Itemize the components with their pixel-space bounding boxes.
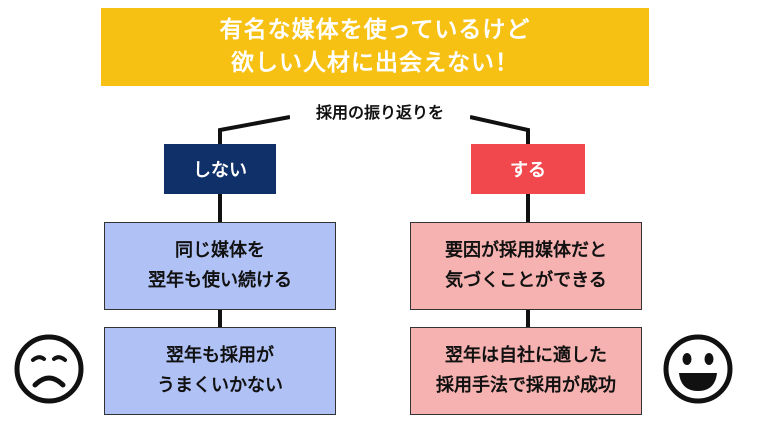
yes-step2-line-2: 採用手法で採用が成功	[436, 375, 616, 396]
no-step2-box: 翌年も採用が うまくいかない	[104, 327, 336, 415]
yes-step1-line-2: 気づくことができる	[445, 270, 607, 291]
title-line-1: 有名な媒体を使っているけど	[219, 17, 531, 43]
yes-step1-box: 要因が採用媒体だと 気づくことができる	[410, 222, 642, 310]
yes-step1-line-1: 要因が採用媒体だと	[445, 240, 607, 261]
question-label: 採用の振り返りを	[290, 98, 470, 128]
happy-face-icon	[663, 334, 733, 404]
no-step2-line-2: うまくいかない	[157, 375, 283, 396]
title-banner: 有名な媒体を使っているけど 欲しい人材に出会えない！	[101, 8, 649, 86]
no-step1-line-1: 同じ媒体を	[175, 240, 265, 261]
no-step2-line-1: 翌年も採用が	[166, 345, 274, 366]
choice-yes-label: する	[471, 144, 585, 194]
connector-question-to-no	[218, 115, 291, 144]
no-step1-line-2: 翌年も使い続ける	[148, 270, 292, 291]
choice-no-label: しない	[164, 144, 276, 194]
title-line-2: 欲しい人材に出会えない！	[231, 50, 519, 76]
yes-step2-box: 翌年は自社に適した 採用手法で採用が成功	[410, 327, 642, 415]
yes-step2-line-1: 翌年は自社に適した	[445, 345, 607, 366]
sad-face-icon	[14, 334, 84, 404]
no-step1-box: 同じ媒体を 翌年も使い続ける	[104, 222, 336, 310]
connector-question-to-yes	[469, 115, 530, 144]
